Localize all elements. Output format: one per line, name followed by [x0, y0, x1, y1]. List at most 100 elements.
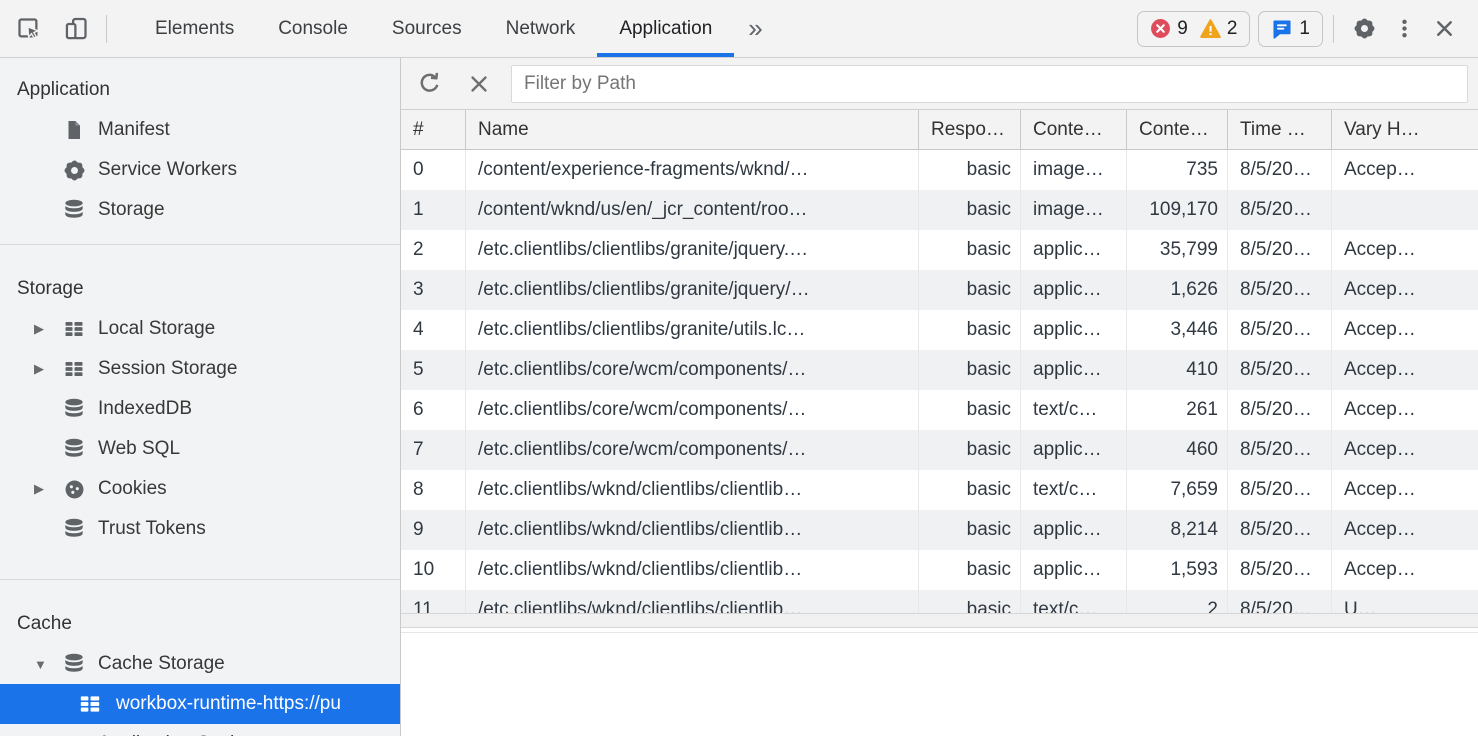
- sidebar-item-label: Session Storage: [98, 358, 238, 379]
- table-cell: 410: [1127, 350, 1228, 390]
- sidebar-item-application-cache[interactable]: Application Cache: [0, 724, 400, 736]
- sidebar-section-storage: Storage ▶ Local Storage ▶ Session Storag…: [0, 245, 400, 580]
- refresh-icon: [420, 72, 438, 92]
- table-cell: 4: [401, 310, 466, 350]
- table-row[interactable]: 6/etc.clientlibs/core/wcm/components/…ba…: [401, 390, 1478, 430]
- sidebar-item-manifest[interactable]: Manifest: [0, 110, 400, 150]
- table-cell: 1,626: [1127, 270, 1228, 310]
- table-row[interactable]: 4/etc.clientlibs/clientlibs/granite/util…: [401, 310, 1478, 350]
- more-tabs-button[interactable]: »: [748, 13, 763, 43]
- table-cell: 735: [1127, 150, 1228, 190]
- expand-arrow-icon[interactable]: ▶: [34, 361, 44, 376]
- table-row[interactable]: 9/etc.clientlibs/wknd/clientlibs/clientl…: [401, 510, 1478, 550]
- settings-button[interactable]: [1344, 9, 1384, 49]
- filter-by-path-input[interactable]: [511, 64, 1468, 103]
- sidebar-item-workbox-cache[interactable]: workbox-runtime-https://pu: [0, 684, 400, 724]
- column-header[interactable]: Respo…: [919, 110, 1021, 149]
- table-cell: basic: [919, 470, 1021, 510]
- tab-elements[interactable]: Elements: [155, 17, 235, 39]
- cookie-icon: [60, 475, 88, 503]
- table-cell: 8/5/20…: [1228, 230, 1332, 270]
- column-header[interactable]: #: [401, 110, 466, 149]
- device-toolbar-button[interactable]: [56, 9, 96, 49]
- error-count: 9: [1177, 17, 1188, 39]
- sidebar-item-label: Cache Storage: [98, 653, 225, 674]
- section-title-application: Application: [17, 79, 110, 100]
- warning-count: 2: [1226, 17, 1238, 39]
- sidebar-item-label: Trust Tokens: [98, 518, 206, 539]
- table-cell: applic…: [1021, 430, 1127, 470]
- table-cell: basic: [919, 390, 1021, 430]
- table-row[interactable]: 10/etc.clientlibs/wknd/clientlibs/client…: [401, 550, 1478, 590]
- tab-console[interactable]: Console: [278, 17, 348, 39]
- table-cell: 7,659: [1127, 470, 1228, 510]
- table-cell: /etc.clientlibs/wknd/clientlibs/clientli…: [466, 550, 919, 590]
- table-cell: basic: [919, 310, 1021, 350]
- sidebar-item-session-storage[interactable]: ▶ Session Storage: [0, 349, 400, 389]
- table-cell: /etc.clientlibs/clientlibs/granite/utils…: [466, 310, 919, 350]
- table-cell: Accep…: [1344, 559, 1416, 580]
- refresh-button[interactable]: [407, 62, 451, 106]
- table-row[interactable]: 2/etc.clientlibs/clientlibs/granite/jque…: [401, 230, 1478, 270]
- column-header[interactable]: Conte…: [1021, 110, 1127, 149]
- table-row[interactable]: 0/content/experience-fragments/wknd/…bas…: [401, 150, 1478, 190]
- table-row[interactable]: 8/etc.clientlibs/wknd/clientlibs/clientl…: [401, 470, 1478, 510]
- sidebar-item-trust-tokens[interactable]: Trust Tokens: [0, 509, 400, 549]
- cache-entry-preview-pane: [401, 632, 1478, 736]
- column-header[interactable]: Vary H…: [1344, 118, 1420, 140]
- sidebar-item-label: Cookies: [98, 478, 167, 499]
- console-summary-button[interactable]: 9 2: [1137, 10, 1251, 47]
- toolbar-divider: [1333, 14, 1334, 43]
- sidebar-item-label: Web SQL: [98, 438, 181, 459]
- collapse-arrow-icon[interactable]: ▼: [34, 656, 47, 672]
- tab-sources[interactable]: Sources: [391, 17, 462, 39]
- customize-menu-button[interactable]: [1384, 9, 1424, 49]
- table-row[interactable]: 11/etc.clientlibs/wknd/clientlibs/client…: [401, 590, 1478, 613]
- issues-button[interactable]: 1: [1258, 10, 1323, 47]
- table-cell: 11: [401, 590, 466, 613]
- table-cell: 1,593: [1127, 550, 1228, 590]
- table-row[interactable]: 5/etc.clientlibs/core/wcm/components/…ba…: [401, 350, 1478, 390]
- section-title-cache: Cache: [17, 613, 72, 634]
- sidebar-item-indexeddb[interactable]: IndexedDB: [0, 389, 400, 429]
- table-cell: 8/5/20…: [1228, 590, 1332, 613]
- table-icon: [60, 315, 88, 343]
- table-cell: 261: [1127, 390, 1228, 430]
- table-icon: [60, 355, 88, 383]
- sidebar-section-cache: Cache ▼ Cache Storage workbox-runtime-ht…: [0, 580, 400, 736]
- sidebar-item-service-workers[interactable]: Service Workers: [0, 150, 400, 190]
- table-cell: /etc.clientlibs/clientlibs/granite/jquer…: [466, 270, 919, 310]
- sidebar-item-storage[interactable]: Storage: [0, 190, 400, 230]
- expand-arrow-icon[interactable]: ▶: [34, 481, 44, 496]
- table-cell: 460: [1127, 430, 1228, 470]
- sidebar-item-cookies[interactable]: ▶ Cookies: [0, 469, 400, 509]
- table-cell: applic…: [1021, 510, 1127, 550]
- table-cell: 8/5/20…: [1228, 190, 1332, 230]
- inspect-element-button[interactable]: [8, 9, 48, 49]
- table-cell: /content/experience-fragments/wknd/…: [466, 150, 919, 190]
- delete-selected-button[interactable]: [457, 62, 501, 106]
- horizontal-scrollbar[interactable]: [401, 613, 1478, 628]
- tab-application[interactable]: Application: [597, 0, 735, 57]
- column-header[interactable]: Conte…: [1127, 110, 1228, 149]
- table-row[interactable]: 3/etc.clientlibs/clientlibs/granite/jque…: [401, 270, 1478, 310]
- database-icon: [60, 196, 88, 224]
- sidebar-item-cache-storage[interactable]: ▼ Cache Storage: [0, 644, 400, 684]
- sidebar-item-local-storage[interactable]: ▶ Local Storage: [0, 309, 400, 349]
- tab-network[interactable]: Network: [505, 17, 576, 39]
- sidebar-item-label: workbox-runtime-https://pu: [116, 693, 341, 714]
- table-cell: image…: [1021, 150, 1127, 190]
- database-icon: [60, 395, 88, 423]
- close-devtools-button[interactable]: [1424, 9, 1464, 49]
- table-row[interactable]: 1/content/wknd/us/en/_jcr_content/roo…ba…: [401, 190, 1478, 230]
- sidebar-item-web-sql[interactable]: Web SQL: [0, 429, 400, 469]
- toolbar-right-cluster: 9 2 1: [1137, 9, 1464, 49]
- table-row[interactable]: 7/etc.clientlibs/core/wcm/components/…ba…: [401, 430, 1478, 470]
- table-cell: 6: [401, 390, 466, 430]
- database-icon: [60, 435, 88, 463]
- expand-arrow-icon[interactable]: ▶: [34, 321, 44, 336]
- column-header[interactable]: Name: [466, 110, 919, 149]
- column-header[interactable]: Time …: [1228, 110, 1332, 149]
- table-cell: text/c…: [1021, 390, 1127, 430]
- table-cell: basic: [919, 150, 1021, 190]
